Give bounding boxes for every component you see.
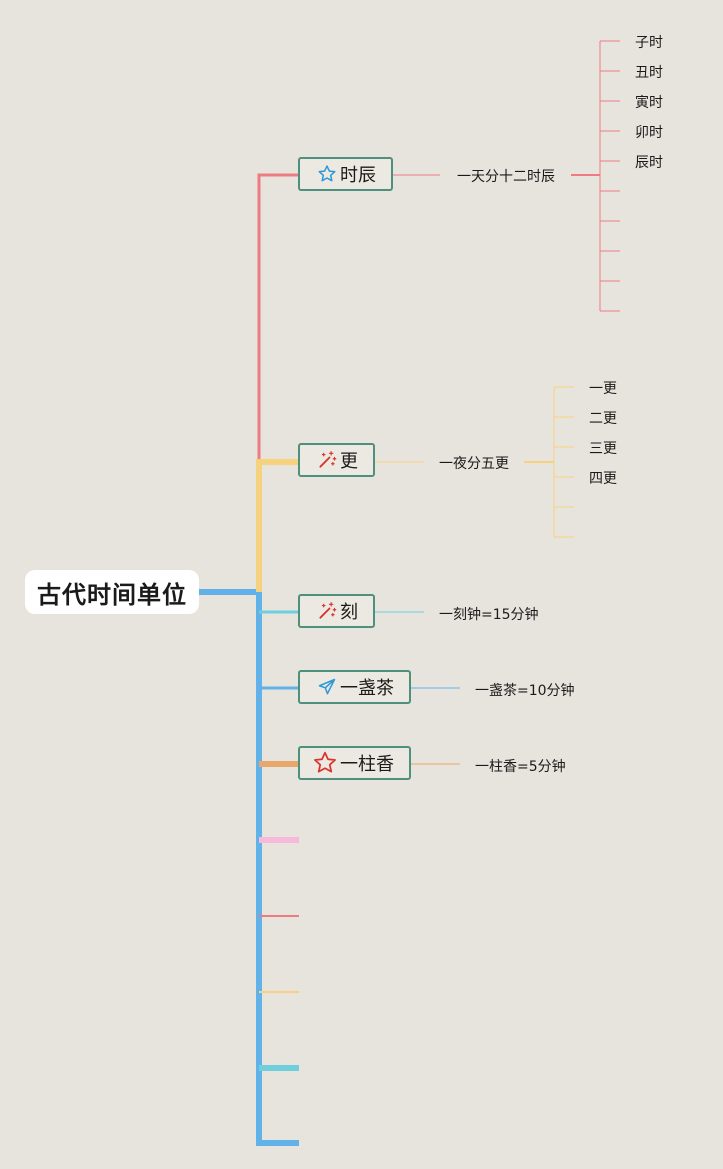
magic-wand-icon [317, 450, 337, 470]
leaf-item[interactable]: 一更 [589, 381, 617, 397]
branch-node-geng[interactable]: 更 [298, 443, 375, 477]
leaf-item[interactable]: 二更 [589, 411, 617, 427]
leaf-tree-shichen [599, 40, 620, 312]
leaf-item[interactable]: 丑时 [635, 65, 663, 81]
branch-label: 一柱香 [340, 754, 394, 775]
branch-label: 一盏茶 [340, 678, 394, 699]
magic-wand-icon [317, 601, 337, 621]
leaf-item[interactable]: 辰时 [635, 155, 663, 171]
root-connector [199, 589, 299, 1146]
branch-node-shichen[interactable]: 时辰 [298, 157, 393, 191]
branch-description: 一夜分五更 [439, 456, 509, 472]
branch-label: 刻 [340, 602, 358, 623]
branch-label: 时辰 [340, 165, 376, 186]
root-node[interactable]: 古代时间单位 [25, 570, 199, 614]
paper-plane-icon [317, 677, 337, 697]
branch-label: 更 [340, 451, 358, 472]
leaf-item[interactable]: 寅时 [635, 95, 663, 111]
star-outline-icon [312, 750, 338, 776]
branch-description: 一盏茶=10分钟 [475, 683, 575, 699]
branch-node-yizhancha[interactable]: 一盏茶 [298, 670, 411, 704]
branch-node-yizhuxiang[interactable]: 一柱香 [298, 746, 411, 780]
leaf-item[interactable]: 子时 [635, 35, 663, 51]
leaf-item[interactable]: 四更 [589, 471, 617, 487]
star-outline-icon [317, 164, 337, 184]
branch-connector-geng [256, 459, 299, 592]
branch-description: 一天分十二时辰 [457, 169, 555, 185]
branch-description: 一刻钟=15分钟 [439, 607, 539, 623]
branch-node-ke[interactable]: 刻 [298, 594, 375, 628]
leaf-tree-geng [553, 386, 574, 538]
branch-connector-shichen [257, 173, 299, 592]
leaf-item[interactable]: 卯时 [635, 125, 663, 141]
leaf-item[interactable]: 三更 [589, 441, 617, 457]
branch-description: 一柱香=5分钟 [475, 759, 566, 775]
root-label: 古代时间单位 [37, 580, 187, 609]
